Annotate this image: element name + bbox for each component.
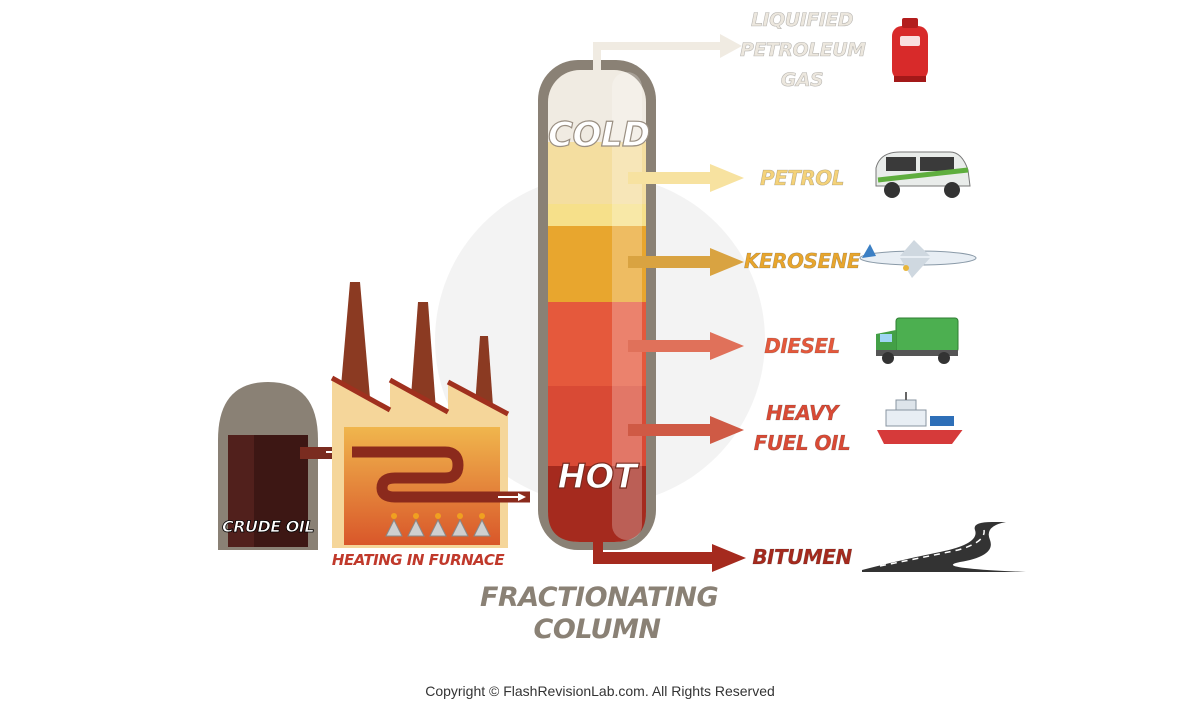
heavy-fuel-oil-line1: HEAVY (766, 401, 839, 425)
kerosene-arrow (628, 248, 744, 276)
chimney-2 (410, 302, 436, 410)
gas-cylinder-icon (892, 18, 928, 82)
output-arrows (593, 34, 746, 572)
car-icon (875, 151, 971, 198)
petrol-label: PETROL (759, 166, 845, 190)
burners (385, 513, 491, 537)
road-icon (862, 522, 1026, 572)
lpg-label-line1: LIQUIFIED (750, 9, 854, 31)
cold-label: COLD (547, 115, 650, 155)
crude-oil-label: CRUDE OIL (221, 517, 315, 537)
diesel-arrow (628, 332, 744, 360)
lpg-arrow (593, 34, 742, 58)
airplane-icon (859, 240, 977, 278)
diesel-label: DIESEL (764, 334, 841, 358)
furnace-label: HEATING IN FURNACE (331, 551, 505, 569)
lpg-label-line3: GAS (780, 69, 824, 91)
heavy-fuel-oil-arrow (628, 416, 744, 444)
petrol-arrow (628, 164, 744, 192)
copyright-footer: Copyright © FlashRevisionLab.com. All Ri… (425, 683, 775, 699)
hot-label: HOT (557, 457, 638, 497)
kerosene-label: KEROSENE (743, 249, 861, 273)
lpg-label-line2: PETROLEUM (740, 39, 867, 61)
column-label-line1: FRACTIONATING (480, 582, 719, 613)
truck-icon (876, 317, 959, 364)
bitumen-label: BITUMEN (752, 545, 852, 569)
bitumen-arrow (593, 540, 746, 572)
heavy-fuel-oil-line2: FUEL OIL (753, 431, 851, 455)
ship-icon (876, 392, 964, 444)
chimney-1 (340, 282, 370, 398)
crude-oil-tank (218, 382, 318, 550)
fractionating-column (538, 44, 656, 550)
furnace (330, 282, 530, 548)
column-label-line2: COLUMN (533, 614, 661, 645)
